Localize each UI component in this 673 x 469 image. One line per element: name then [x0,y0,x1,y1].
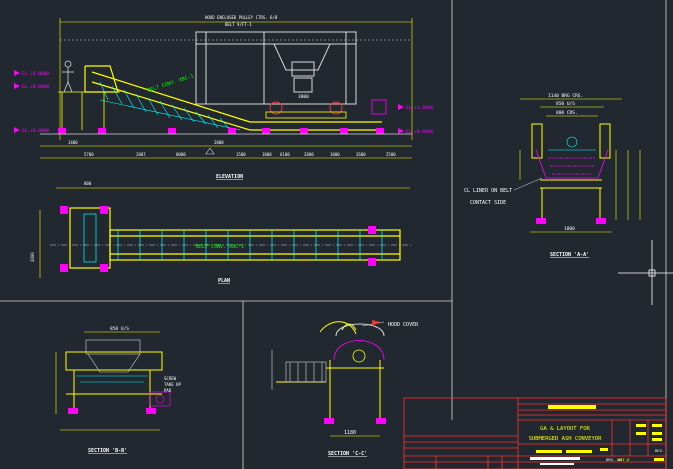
aa-side-dims [519,150,641,220]
bb-takeup [149,391,171,407]
bb-note-screw: SCREW [164,376,177,381]
elevation-footings [58,128,384,134]
plan-side-dim: 2000 [30,252,35,262]
level-marker-4: EL.+1.0000 [406,105,433,111]
elevation-belt-label: BELT CONV. XBC-1 [147,73,195,94]
conveyor-trusses [99,81,241,131]
aa-pan [535,149,609,179]
level-marker-1: EL.+0.0000 [22,71,49,77]
elevation-dim: 1800 [262,152,272,157]
title-block-stamp [530,457,580,465]
elevation-note-top: HOOD ENCLOSED PULLEY CTRS. 6/B [205,15,278,20]
elevation-dimension-values: 1400 5700 2807 8000 2800 1500 1800 6100 … [68,140,396,157]
plan-title: PLAN [218,278,230,284]
cc-hood-body [333,340,385,363]
section-bb-view: 850 U/S SCREW TAKE UP PAD SECTION 'B-B' [55,326,181,454]
section-bb-title: SECTION 'B-B' [88,448,127,454]
cc-footings [324,418,386,424]
plan-view: 800 2000 BELT CONV. XBC-1 PLAN [30,181,412,284]
cc-hood-label: HOOD COVER [388,322,419,328]
section-marker-icon [205,147,215,155]
aa-liner-label: CL LINER ON BELT [464,188,512,194]
elevation-dim: 2500 [386,152,396,157]
bb-footings [68,408,156,414]
elevation-dim: 2800 [304,152,314,157]
aa-liner-label2: CONTACT SIDE [470,200,506,206]
cc-frame [276,360,384,420]
bb-hopper [85,339,141,373]
bb-dim: 850 U/S [110,326,129,332]
drawing-title-line1: GA & LAYOUT FOR [540,426,590,432]
elevation-dim: 2600 [356,152,366,157]
elevation-bottom-dimensions [40,145,412,159]
aa-liner-leader [513,177,543,191]
elevation-dim: 2807 [136,152,146,157]
section-aa-view: 1140 BRG CRS. 850 U/S 800 CRS. [464,93,641,258]
elevation-dim: 1500 [236,152,246,157]
elevation-dim: 1000 [330,152,340,157]
crosshair-cursor-icon [618,240,673,305]
cc-walkway [285,361,327,383]
title-block: GA & LAYOUT FOR SUBMERGED ASH CONVEYOR D… [403,397,667,469]
elevation-mid-dim: 3800 [298,94,309,100]
title-block-fields [536,405,664,461]
elevation-dim: 1400 [68,140,78,145]
cc-hood-cover [319,321,385,337]
elevation-view: HOOD ENCLOSED PULLEY CTRS. 6/B BELT 9/FT… [14,15,433,180]
aa-dim-bearing-centres: 1140 BRG CRS. [548,93,583,99]
elevation-dim: 6100 [280,152,290,157]
inclined-conveyor [84,65,382,131]
aa-dim-centres: 800 CRS. [556,110,578,116]
bb-frame [65,351,163,410]
aa-dim-us: 850 U/S [556,101,575,107]
drawing-no-label: DRG. NO. [606,457,624,462]
section-cc-view: HOOD COVER 1180 SECTION 'C-C' [271,320,419,457]
cc-arrow-icon [372,320,380,326]
cc-bottom-dim: 1180 [344,430,356,436]
elevation-pulleys [265,99,387,119]
aa-idler [548,136,596,151]
plan-conveyor-outline [69,207,401,269]
elevation-title: ELEVATION [216,174,243,180]
plan-top-dim: 800 [84,181,92,186]
aa-frame [531,123,611,220]
bb-idlers [76,375,148,383]
section-aa-title: SECTION 'A-A' [550,252,589,258]
hopper-structure [195,31,357,105]
elevation-platform [58,91,120,130]
elevation-dim: 8000 [176,152,186,157]
drawing-no: ATT.D [618,457,630,462]
rev-label: REV. [655,448,664,453]
level-markers: EL.+0.0000 EL.+0.0000 EL.+0.0000 EL.+1.0… [14,70,433,135]
elevation-dim: 5700 [84,152,94,157]
elevation-note-top2: BELT 9/FT-1 [225,22,252,27]
elevation-dim: 2800 [214,140,224,145]
plan-idlers [83,213,383,263]
bb-note-pad: PAD [164,388,172,393]
level-marker-2: EL.+0.0000 [22,84,49,90]
level-marker-3: EL.+0.0000 [22,128,49,134]
plan-footings [60,206,376,272]
plan-belt-label: BELT CONV. XBC-1 [196,244,244,250]
aa-footings [536,218,606,224]
level-marker-5: EL.+0.0000 [406,129,433,135]
aa-bottom-dim: 1800 [564,226,575,232]
elevation-top-dimension [59,18,413,140]
operator-figure-icon [62,60,74,93]
bb-note-takeup: TAKE UP [164,382,181,387]
drawing-title-line2: SUBMERGED ASH CONVEYOR [529,436,603,442]
section-cc-title: SECTION 'C-C' [328,451,367,457]
